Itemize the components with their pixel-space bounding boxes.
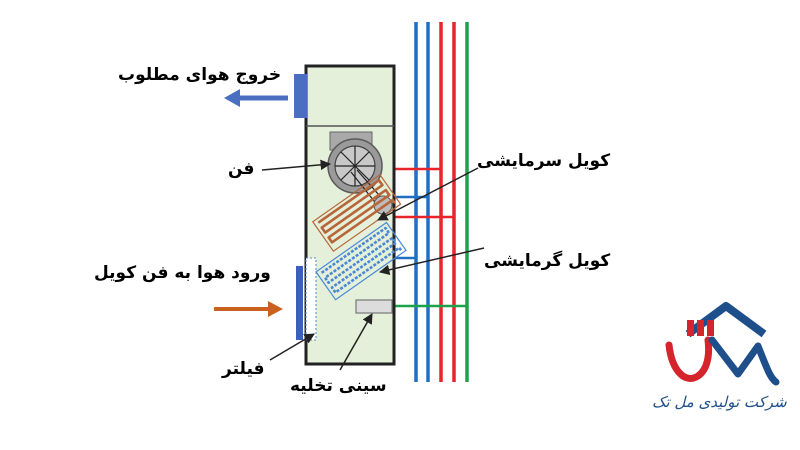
heating-coil-tubes — [320, 226, 403, 294]
leader-heating-coil — [378, 247, 485, 275]
leader-lines — [261, 159, 485, 371]
filter-bar — [296, 266, 303, 340]
fan-coil-cabinet — [294, 64, 396, 366]
outlet-label: خروج هوای مطلوب — [118, 65, 282, 85]
inlet-label: ورود هوا به فن کویل — [94, 263, 271, 283]
outlet-grille — [294, 74, 307, 118]
heating-coil-label: کویل گرمایشی — [484, 251, 611, 271]
filter-label: فیلتر — [222, 359, 265, 379]
leader-cooling-coil — [377, 167, 479, 221]
leader-filter — [269, 333, 315, 361]
heating-coil-frame — [315, 221, 407, 301]
filter-mesh — [305, 257, 317, 341]
leader-fan — [261, 159, 332, 171]
company-logo — [665, 302, 780, 386]
air-inlet-arrow — [214, 301, 283, 317]
heating-coil — [315, 221, 407, 301]
cooling-coil — [311, 173, 402, 253]
cooling-coil-tubes — [317, 178, 397, 244]
logo-red-swoosh-icon — [665, 336, 713, 382]
air-outlet-arrow — [224, 89, 288, 107]
logo-navy-swoosh-icon — [708, 336, 780, 386]
logo-red-bars-icon — [687, 320, 714, 336]
leader-drain-tray — [339, 313, 373, 371]
company-name: شرکت تولیدی مل تک — [652, 393, 787, 411]
fan-blower — [327, 131, 393, 215]
cooling-coil-frame — [311, 173, 402, 253]
cooling-coil-label: کویل سرمایشی — [477, 151, 611, 171]
pipe-risers — [414, 22, 469, 382]
drain-tray-label: سینی تخلیه — [290, 376, 387, 396]
blower-spokes — [335, 146, 375, 186]
fan-label: فن — [228, 159, 255, 179]
drain-tray — [355, 299, 393, 314]
